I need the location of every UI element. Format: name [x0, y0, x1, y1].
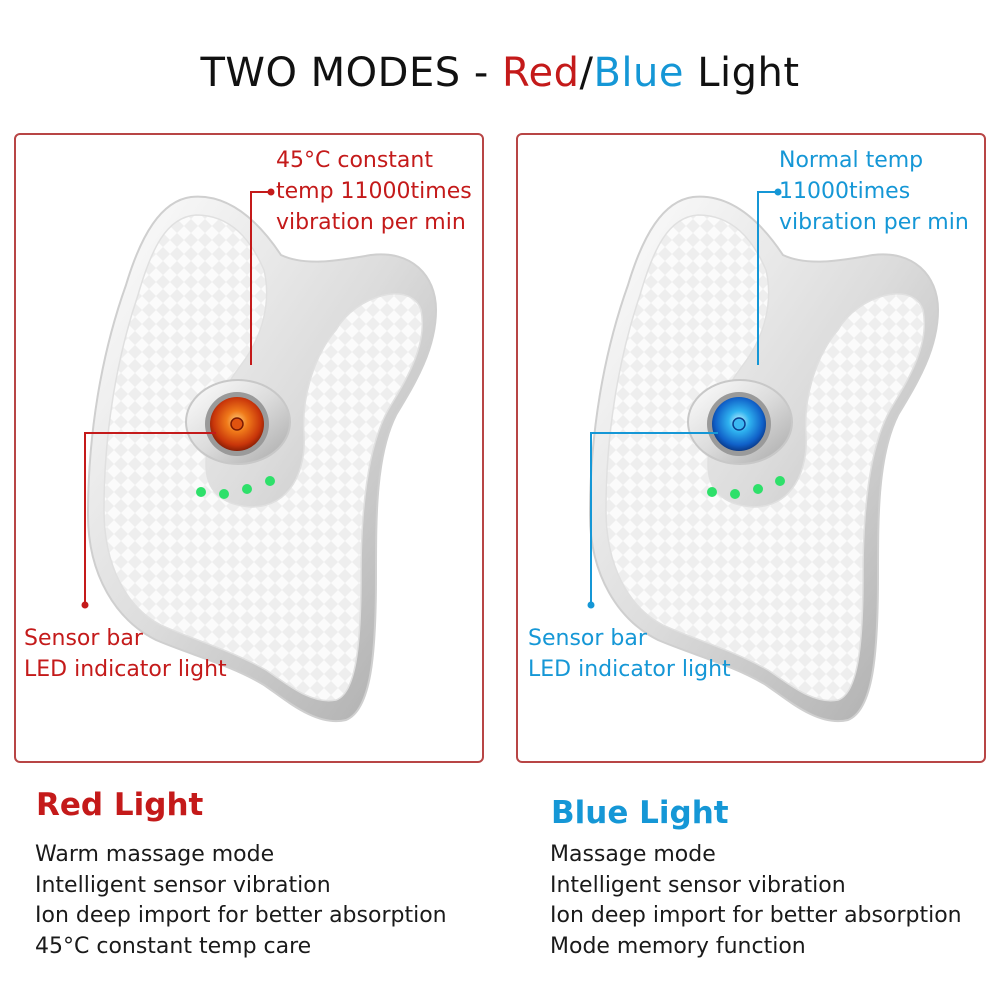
- bottom-callout-line: [84, 432, 216, 605]
- title-slash: /: [579, 50, 594, 96]
- callout-line-1: Sensor bar: [24, 626, 143, 651]
- gua-sha-device-blue-icon: [587, 188, 940, 723]
- led-indicator-icon: [196, 487, 206, 497]
- callout-line-3: vibration per min: [779, 210, 969, 235]
- list-item: Intelligent sensor vibration: [550, 872, 846, 898]
- led-indicator-icon: [730, 489, 740, 499]
- callout-line-1: Normal temp: [779, 148, 924, 173]
- led-indicator-icon: [265, 476, 275, 486]
- title-blue-word: Blue: [593, 50, 684, 96]
- led-indicator-icon: [753, 484, 763, 494]
- list-item: Warm massage mode: [35, 842, 275, 867]
- list-item: Intelligent sensor vibration: [35, 872, 331, 898]
- red-bottom-callout: Sensor bar LED indicator light: [24, 623, 227, 685]
- callout-line-3: vibration per min: [276, 210, 466, 235]
- led-indicator-icon: [775, 476, 785, 486]
- callout-line-2: LED indicator light: [24, 657, 227, 682]
- callout-line-1: Sensor bar: [528, 626, 647, 651]
- led-indicator-icon: [219, 489, 229, 499]
- list-item: Ion deep import for better absorption: [550, 903, 962, 928]
- callout-line-1: 45°C constant: [276, 148, 433, 173]
- list-item: Ion deep import for better absorption: [35, 903, 447, 928]
- top-callout-line: [757, 191, 778, 365]
- red-mode-panel: 45°C constant temp 11000times vibration …: [14, 133, 484, 763]
- red-light-heading: Red Light: [36, 787, 204, 823]
- list-item: Massage mode: [550, 842, 716, 867]
- callout-line-2: 11000times: [779, 179, 911, 204]
- gua-sha-device-red-icon: [81, 188, 438, 723]
- title-suffix: Light: [683, 50, 800, 96]
- blue-mode-panel: Normal temp 11000times vibration per min…: [516, 133, 986, 763]
- title-red-word: Red: [501, 50, 580, 96]
- blue-light-heading: Blue Light: [551, 795, 729, 831]
- blue-light-feature-list: Massage mode Intelligent sensor vibratio…: [550, 840, 962, 962]
- bottom-callout-line: [590, 432, 718, 605]
- list-item: Mode memory function: [550, 933, 806, 959]
- title-prefix: TWO MODES -: [200, 50, 502, 96]
- led-indicator-icon: [242, 484, 252, 494]
- top-callout-line: [250, 191, 271, 365]
- blue-bottom-callout: Sensor bar LED indicator light: [528, 623, 731, 685]
- callout-line-2: LED indicator light: [528, 657, 731, 682]
- callout-line-2: temp 11000times: [276, 179, 472, 204]
- red-top-callout: 45°C constant temp 11000times vibration …: [276, 145, 472, 238]
- led-indicator-icon: [707, 487, 717, 497]
- page-title: TWO MODES - Red/Blue Light: [0, 50, 1000, 96]
- red-light-feature-list: Warm massage mode Intelligent sensor vib…: [35, 840, 447, 962]
- list-item: 45°C constant temp care: [35, 933, 312, 959]
- blue-top-callout: Normal temp 11000times vibration per min: [779, 145, 969, 238]
